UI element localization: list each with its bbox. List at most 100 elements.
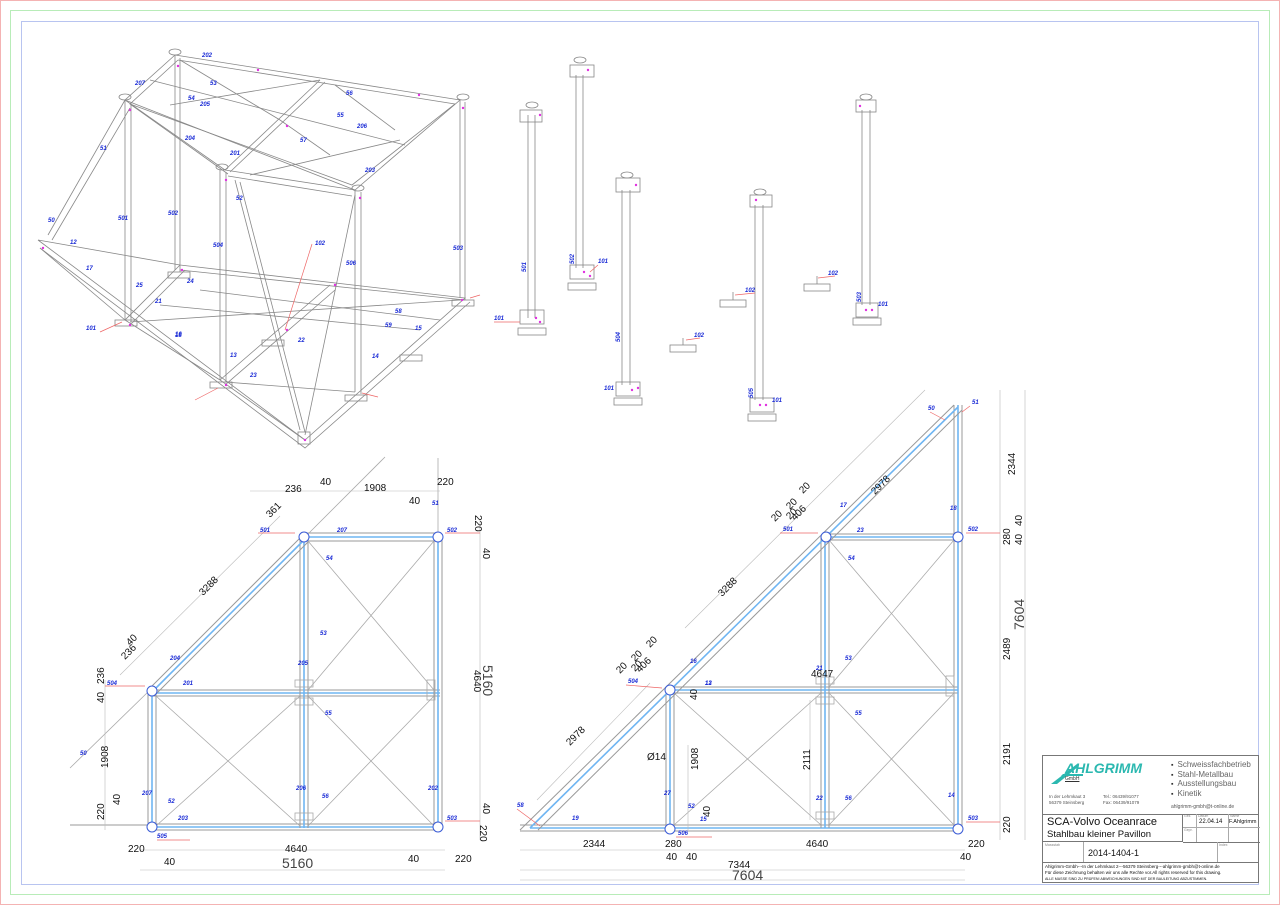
- part-label: 23: [249, 373, 257, 379]
- part-label: 51: [972, 400, 979, 406]
- part-label: 505: [157, 834, 168, 840]
- dim-text: 2344: [1007, 452, 1018, 475]
- part-label: 16: [690, 659, 697, 665]
- company-email: ahlgrimm-gmbh@t-online.de: [1171, 804, 1235, 810]
- dim-text: 40: [112, 793, 123, 805]
- part-label: 24: [186, 279, 194, 285]
- dim-text: 280: [665, 839, 682, 850]
- part-label: 101: [494, 316, 505, 322]
- left-elevation-view: 236 40 1908 40 220 361 3288 236 40 236 4…: [69, 456, 496, 871]
- part-label: 52: [688, 804, 695, 810]
- title-block-footer: Ahlgrimm-Gmbh---In der Lehmkaut 2---5637…: [1045, 864, 1221, 882]
- fax-number: Fax: 06439/91079: [1103, 800, 1140, 805]
- part-label: 201: [229, 151, 241, 157]
- address-line: In der Lehmkaut 3: [1049, 794, 1086, 799]
- dim-text: 280: [1002, 528, 1013, 545]
- dim-text: 20: [614, 660, 630, 676]
- column-503: [852, 93, 882, 326]
- dim-text: 2978: [869, 473, 893, 497]
- dim-text: 40: [702, 805, 713, 817]
- part-label: 13: [705, 681, 712, 687]
- sheet-border-inner: [21, 21, 1259, 885]
- dim-text: 2191: [1002, 742, 1013, 765]
- drawing-number: 2014-1404-1: [1088, 848, 1140, 858]
- dim-text: 40: [686, 852, 698, 863]
- dim-text: 1908: [690, 747, 701, 770]
- services-list: Schweissfachbetrieb Stahl-Metallbau Auss…: [1171, 760, 1251, 800]
- part-label: 204: [184, 136, 196, 142]
- title-block: AHLGRIMM GmbH In der Lehmkaut 3 56379 St…: [1042, 755, 1260, 883]
- part-label: 504: [616, 331, 622, 342]
- part-label: 504: [628, 679, 639, 685]
- column-505: [747, 188, 777, 422]
- part-label: 101: [86, 326, 97, 332]
- part-label: 101: [878, 302, 889, 308]
- part-label: 21: [154, 299, 162, 305]
- right-elevation-view: 2978 3288 2978 20 20 20 20 406 20 20 20 …: [516, 389, 1027, 883]
- dim-text: 40: [164, 857, 176, 868]
- part-label: 55: [855, 711, 862, 717]
- part-label: 502: [570, 253, 576, 264]
- part-label: 206: [356, 124, 368, 130]
- part-label: 501: [783, 527, 794, 533]
- iso-columns: [124, 55, 466, 394]
- drawn-label-cell: Gez.: [1183, 814, 1197, 828]
- part-label: 502: [968, 527, 979, 533]
- dim-text: 7344: [728, 860, 751, 871]
- footer-note: ALLE MASSE SIND ZU PRÜFEN! ABWEICHUNGEN …: [1045, 877, 1208, 881]
- part-label: 503: [447, 816, 458, 822]
- dim-text: 220: [477, 825, 488, 842]
- part-label: 501: [260, 528, 271, 534]
- dim-text: 7604: [1011, 599, 1027, 630]
- part-label: 101: [598, 259, 609, 265]
- company-logo-icon: [1051, 764, 1083, 784]
- isometric-assembly-view: 202 207 53 54 205 204 201 51 50 501 502 …: [37, 48, 481, 449]
- dim-text: 7604: [732, 867, 763, 883]
- part-label: 102: [745, 288, 756, 294]
- company-address: In der Lehmkaut 3 56379 Steinsberg: [1049, 794, 1085, 806]
- dim-text: 3288: [716, 575, 740, 599]
- part-label: 12: [705, 681, 712, 687]
- dim-text: 220: [472, 515, 483, 532]
- index-label: Index: [1219, 843, 1228, 847]
- checked-date-cell: [1197, 828, 1229, 842]
- title-block-header: AHLGRIMM GmbH In der Lehmkaut 3 56379 St…: [1043, 756, 1258, 815]
- part-label: 54: [326, 556, 333, 562]
- name-value: F.Ahlgrimm: [1229, 819, 1257, 825]
- dim-text: 2489: [1002, 637, 1013, 660]
- part-label: 51: [432, 501, 439, 507]
- isometric-columns-view: 501 502 504 505 503 101 101 101 101 101 …: [494, 56, 889, 422]
- part-label: 21: [815, 666, 823, 672]
- base-plate: [803, 283, 831, 292]
- part-label: 202: [201, 53, 213, 59]
- part-label: 503: [857, 291, 863, 302]
- revision-table: Gez. Datum 22.04.14 Name F.Ahlgrimm Gepr…: [1183, 814, 1260, 843]
- part-label: 50: [928, 406, 935, 412]
- part-label: 18: [175, 333, 182, 339]
- column-501: [517, 101, 547, 336]
- dim-text: 5160: [282, 855, 313, 871]
- project-title: SCA-Volvo Oceanrace: [1047, 816, 1158, 828]
- dim-text: 1908: [364, 483, 387, 494]
- part-label: 203: [364, 168, 376, 174]
- dim-text: 236: [96, 667, 107, 684]
- part-label: 506: [678, 831, 689, 837]
- project-subtitle: Stahlbau kleiner Pavillon: [1047, 829, 1152, 840]
- dim-text: 20: [644, 634, 660, 650]
- iso-bottom-frame: [37, 239, 471, 449]
- part-label: 207: [141, 791, 153, 797]
- iso-part-labels: 202 207 53 54 205 204 201 51 50 501 502 …: [48, 53, 481, 401]
- dim-text: 4640: [806, 839, 829, 850]
- part-label: 14: [948, 793, 955, 799]
- company-phone: Tel.: 06439/91077 Fax: 06439/91079: [1103, 794, 1139, 806]
- part-label: 19: [572, 816, 579, 822]
- part-label: 50: [80, 751, 87, 757]
- address-line: 56379 Steinsberg: [1049, 800, 1085, 805]
- dim-text: 236: [285, 484, 302, 495]
- service-item: Kinetik: [1171, 789, 1251, 800]
- part-label: 53: [210, 81, 217, 87]
- part-label: 56: [845, 796, 852, 802]
- part-label: 22: [297, 338, 305, 344]
- dim-text: 40: [1014, 514, 1025, 526]
- part-label: 54: [848, 556, 855, 562]
